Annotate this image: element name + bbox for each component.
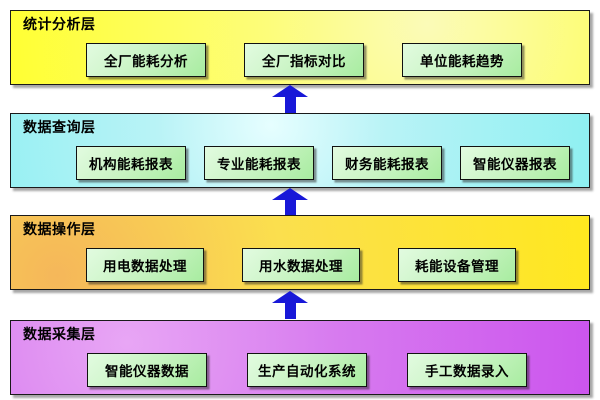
arrow-shaft	[285, 198, 296, 216]
node-smart-meter-data[interactable]: 智能仪器数据	[87, 353, 207, 387]
node-group-data-operation: 用电数据处理 用水数据处理 耗能设备管理	[11, 244, 591, 286]
node-group-data-acquisition: 智能仪器数据 生产自动化系统 手工数据录入	[11, 349, 591, 391]
node-unit-energy-trend[interactable]: 单位能耗趋势	[402, 43, 522, 77]
layer-statistical-analysis: 统计分析层 全厂能耗分析 全厂指标对比 单位能耗趋势	[10, 10, 590, 85]
arrow-head	[272, 188, 308, 200]
node-smart-meter-report[interactable]: 智能仪器报表	[460, 146, 570, 180]
node-group-statistical-analysis: 全厂能耗分析 全厂指标对比 单位能耗趋势	[11, 39, 591, 81]
node-professional-energy-report[interactable]: 专业能耗报表	[204, 146, 314, 180]
layer-title-data-operation: 数据操作层	[23, 222, 96, 238]
arrow-head	[272, 85, 308, 97]
node-organization-energy-report[interactable]: 机构能耗报表	[76, 146, 186, 180]
arrow-head	[272, 291, 308, 303]
node-electricity-data-processing[interactable]: 用电数据处理	[86, 248, 204, 282]
arrow-operation-to-query-icon	[270, 188, 310, 216]
layer-title-statistical-analysis: 统计分析层	[23, 17, 96, 33]
layer-title-data-query: 数据查询层	[23, 120, 96, 136]
arrow-shaft	[285, 301, 296, 319]
layer-data-operation: 数据操作层 用电数据处理 用水数据处理 耗能设备管理	[10, 215, 590, 290]
arrow-shaft	[285, 95, 296, 113]
arrow-acquisition-to-operation-icon	[270, 291, 310, 319]
layer-title-data-acquisition: 数据采集层	[23, 327, 96, 343]
node-plant-energy-analysis[interactable]: 全厂能耗分析	[86, 43, 206, 77]
node-group-data-query: 机构能耗报表 专业能耗报表 财务能耗报表 智能仪器报表	[11, 142, 591, 184]
node-production-automation-system[interactable]: 生产自动化系统	[247, 353, 367, 387]
node-plant-index-comparison[interactable]: 全厂指标对比	[244, 43, 364, 77]
layer-data-query: 数据查询层 机构能耗报表 专业能耗报表 财务能耗报表 智能仪器报表	[10, 113, 590, 188]
node-financial-energy-report[interactable]: 财务能耗报表	[332, 146, 442, 180]
layer-data-acquisition: 数据采集层 智能仪器数据 生产自动化系统 手工数据录入	[10, 320, 590, 395]
node-energy-equipment-management[interactable]: 耗能设备管理	[398, 248, 516, 282]
node-water-data-processing[interactable]: 用水数据处理	[242, 248, 360, 282]
node-manual-data-entry[interactable]: 手工数据录入	[407, 353, 527, 387]
arrow-query-to-analysis-icon	[270, 85, 310, 113]
